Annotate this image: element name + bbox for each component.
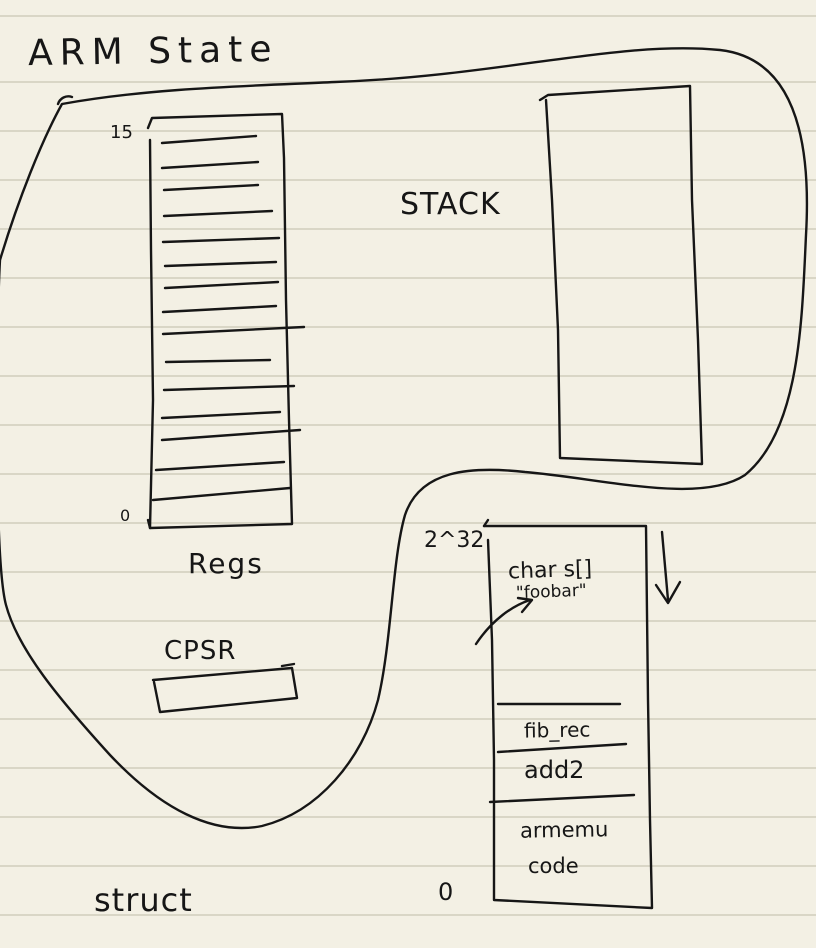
memory-code-label: code	[528, 854, 579, 878]
register-line	[160, 410, 282, 420]
down-arrow	[654, 530, 682, 605]
memory-divider	[488, 793, 636, 804]
memory-chars-label: char s[]	[507, 556, 593, 585]
stack-label: STACK	[400, 187, 501, 222]
register-line	[154, 460, 286, 472]
register-line	[162, 209, 274, 218]
memory-address-top: 2^32	[424, 528, 485, 553]
register-file-box	[146, 112, 294, 530]
register-index-bottom: 0	[120, 506, 131, 525]
register-line	[163, 280, 280, 290]
register-lines	[151, 134, 306, 502]
memory-box	[482, 524, 654, 910]
memory-divider	[496, 742, 628, 754]
register-line	[161, 325, 306, 336]
pointer-arrow	[474, 596, 534, 646]
memory-fib-label: fib_rec	[523, 717, 591, 743]
stack-box	[538, 84, 704, 466]
register-line	[161, 236, 281, 244]
memory-add2-label: add2	[524, 756, 585, 784]
register-line	[164, 358, 272, 364]
register-line	[160, 134, 258, 145]
memory-armemu-label: armemu	[519, 817, 609, 843]
struct-boundary	[0, 47, 809, 830]
memory-address-bottom: 0	[438, 878, 454, 906]
register-line	[160, 160, 260, 170]
register-line	[151, 486, 292, 502]
register-line	[161, 304, 278, 314]
cpsr-label: CPSR	[164, 636, 237, 666]
diagram-title: ARM State	[27, 28, 279, 75]
struct-label: struct	[94, 881, 193, 919]
register-line	[160, 428, 302, 442]
memory-string-label: "foobar"	[515, 580, 587, 604]
boundary-tick	[56, 95, 74, 106]
regs-label: Regs	[188, 547, 264, 580]
cpsr-box-tick	[280, 662, 296, 668]
box-corner	[146, 518, 152, 530]
register-line	[162, 183, 260, 192]
register-line	[162, 384, 296, 392]
memory-box-tick	[482, 518, 490, 528]
cpsr-box	[151, 666, 299, 714]
register-index-top: 15	[110, 122, 133, 143]
register-line	[163, 260, 278, 268]
